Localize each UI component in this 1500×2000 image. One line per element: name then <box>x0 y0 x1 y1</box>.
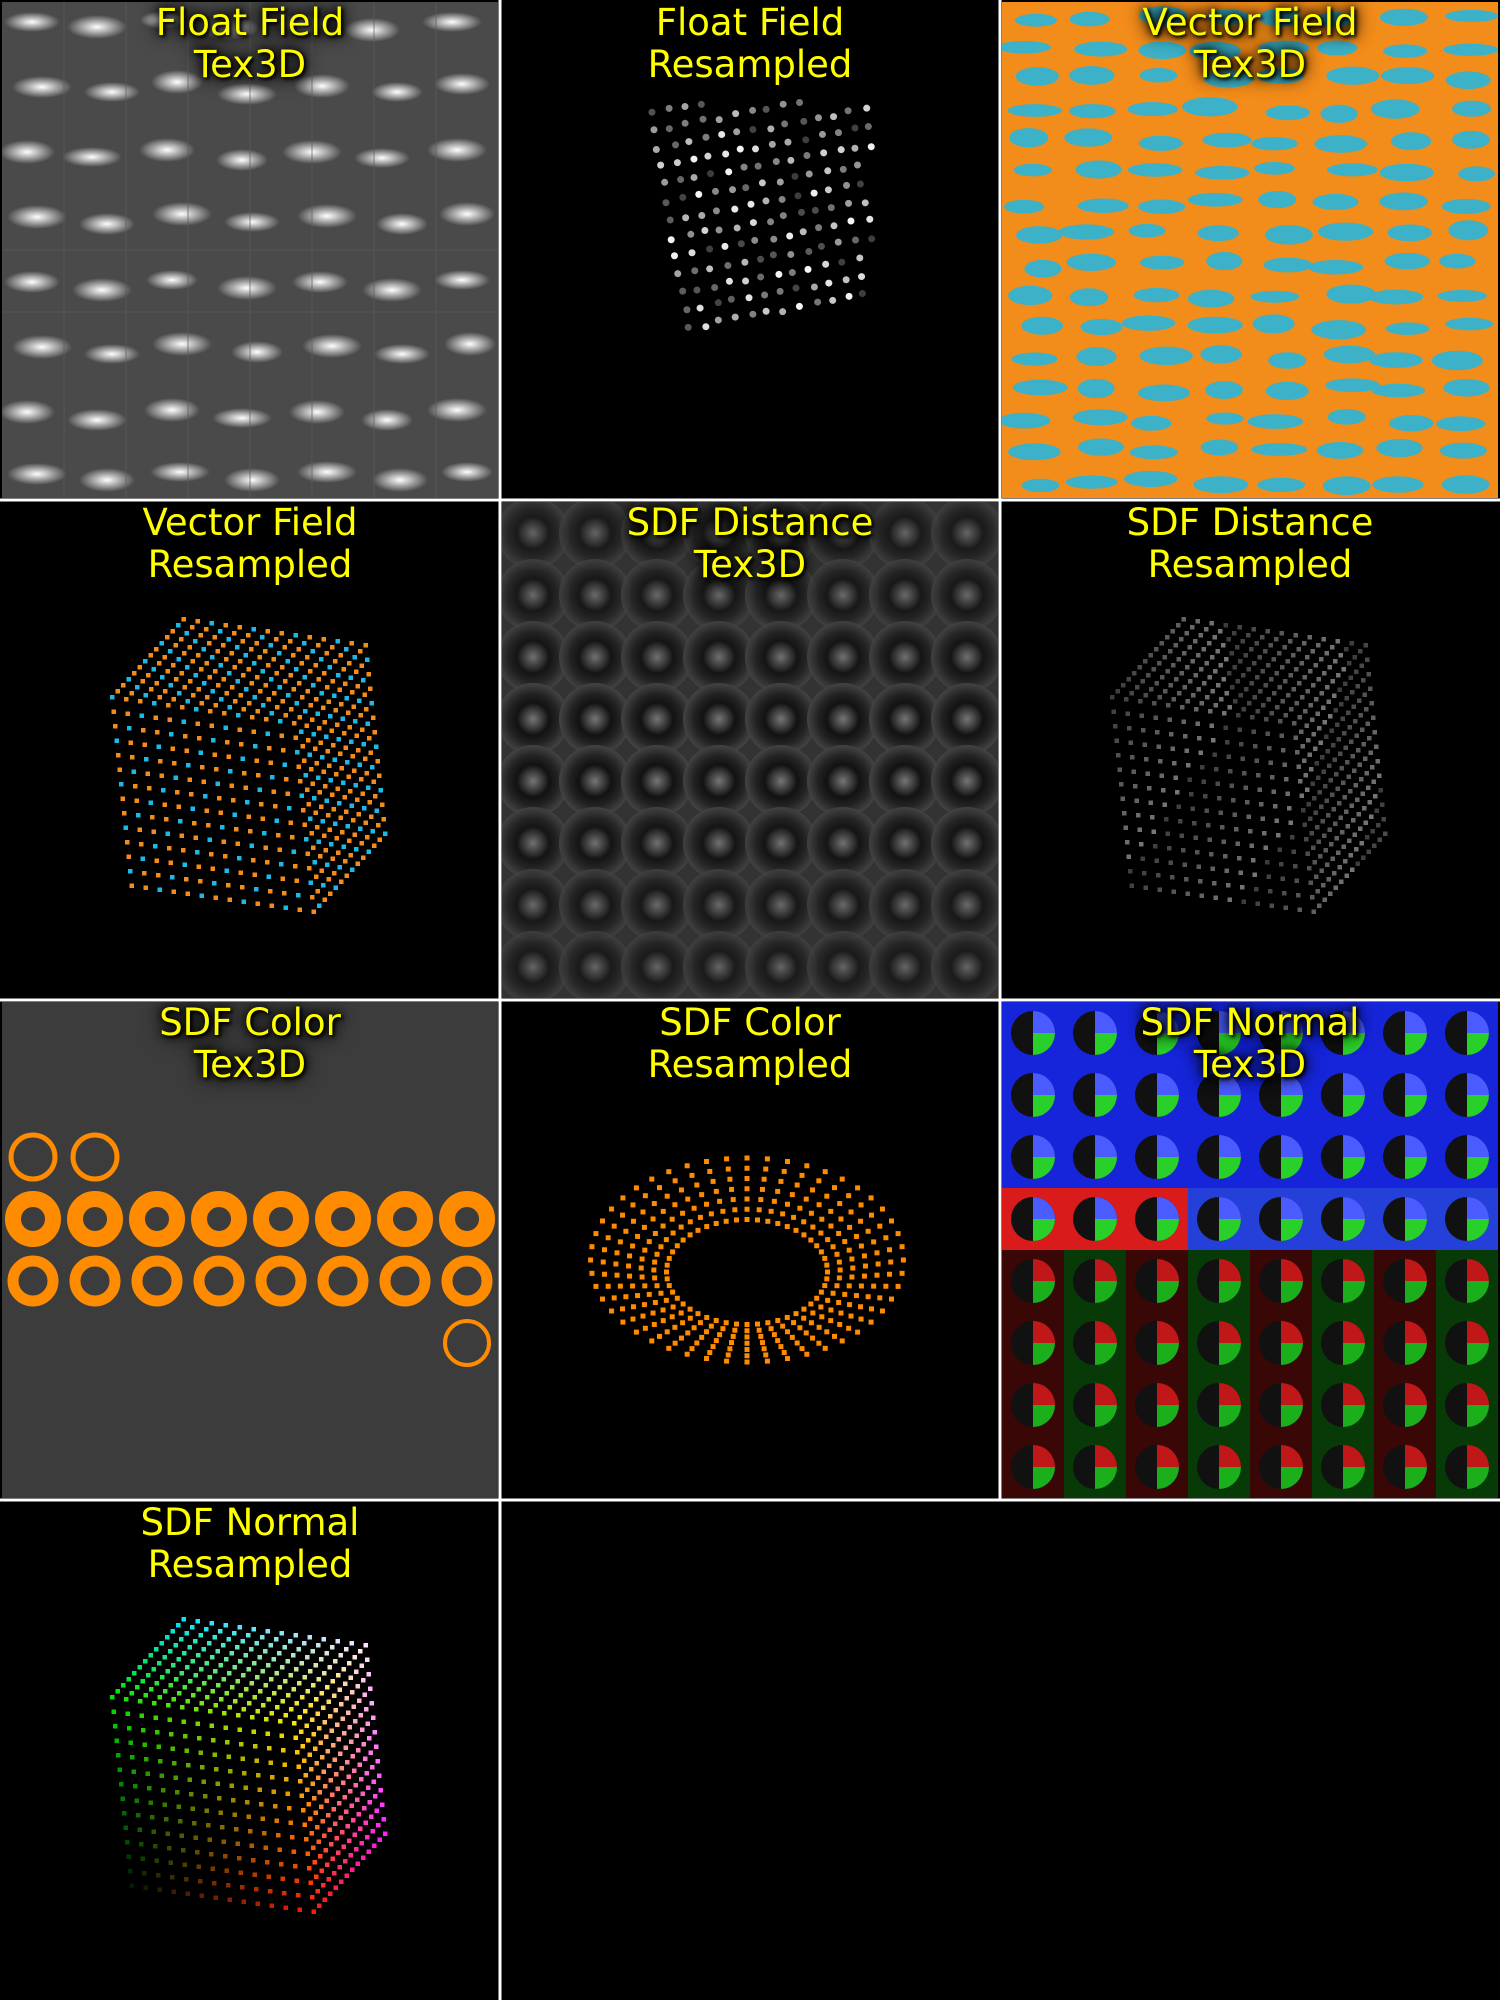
caption-line-1: SDF Distance <box>1126 502 1374 544</box>
empty-area <box>502 1502 1498 1998</box>
caption-line-2: Resampled <box>147 1543 353 1586</box>
caption-line-1: SDF Normal <box>140 1502 360 1544</box>
caption-line-2: Resampled <box>1147 543 1353 586</box>
caption-line-2: Tex3D <box>1193 1043 1307 1086</box>
caption-line-2: Tex3D <box>193 1043 307 1086</box>
panel-sdf-distance-resampled: SDF Distance Resampled <box>1002 502 1498 998</box>
panel-caption: Float Field Tex3D <box>2 2 498 86</box>
panel-caption: Vector Field Resampled <box>2 502 498 586</box>
panel-caption: SDF Color Resampled <box>502 1002 998 1086</box>
sdf-color-tex3d-image <box>2 1002 498 1498</box>
sdf-distance-tex3d-image <box>502 502 998 998</box>
panel-sdf-color-tex3d: SDF Color Tex3D <box>2 1002 498 1498</box>
float-field-resampled-image <box>502 2 998 498</box>
caption-line-1: Float Field <box>655 2 845 44</box>
caption-line-1: SDF Normal <box>1140 1002 1360 1044</box>
caption-line-1: SDF Color <box>159 1002 341 1044</box>
panel-sdf-distance-tex3d: SDF Distance Tex3D <box>502 502 998 998</box>
caption-line-2: Tex3D <box>693 543 807 586</box>
panel-caption: SDF Distance Resampled <box>1002 502 1498 586</box>
float-field-tex3d-image <box>2 2 498 498</box>
caption-line-2: Tex3D <box>1193 43 1307 86</box>
vector-field-resampled-image <box>2 502 498 998</box>
panel-sdf-color-resampled: SDF Color Resampled <box>502 1002 998 1498</box>
panel-caption: SDF Color Tex3D <box>2 1002 498 1086</box>
panel-caption: SDF Normal Resampled <box>2 1502 498 1586</box>
panel-caption: Float Field Resampled <box>502 2 998 86</box>
sdf-color-resampled-image <box>502 1002 998 1498</box>
sdf-normal-resampled-image <box>2 1502 498 1998</box>
panel-caption: Vector Field Tex3D <box>1002 2 1498 86</box>
caption-line-1: SDF Color <box>659 1002 841 1044</box>
sdf-distance-resampled-image <box>1002 502 1498 998</box>
caption-line-1: Vector Field <box>142 502 358 544</box>
panel-caption: SDF Normal Tex3D <box>1002 1002 1498 1086</box>
panel-sdf-normal-tex3d: SDF Normal Tex3D <box>1002 1002 1498 1498</box>
panel-vector-field-tex3d: Vector Field Tex3D <box>1002 2 1498 498</box>
caption-line-2: Tex3D <box>193 43 307 86</box>
caption-line-2: Resampled <box>147 543 353 586</box>
panel-float-field-resampled: Float Field Resampled <box>502 2 998 498</box>
caption-line-1: Float Field <box>155 2 345 44</box>
vector-field-tex3d-image <box>1002 2 1498 498</box>
sdf-normal-tex3d-image <box>1002 1002 1498 1498</box>
caption-line-1: SDF Distance <box>626 502 874 544</box>
caption-line-2: Resampled <box>647 43 853 86</box>
panel-float-field-tex3d: Float Field Tex3D <box>2 2 498 498</box>
panel-vector-field-resampled: Vector Field Resampled <box>2 502 498 998</box>
caption-line-2: Resampled <box>647 1043 853 1086</box>
caption-line-1: Vector Field <box>1142 2 1358 44</box>
panel-caption: SDF Distance Tex3D <box>502 502 998 586</box>
panel-sdf-normal-resampled: SDF Normal Resampled <box>2 1502 498 1998</box>
